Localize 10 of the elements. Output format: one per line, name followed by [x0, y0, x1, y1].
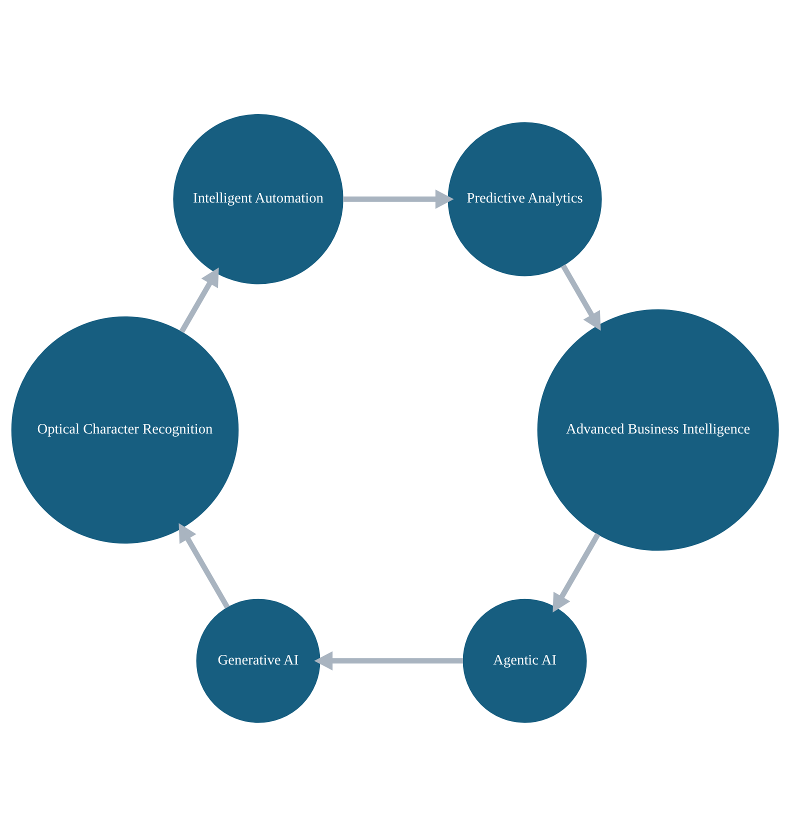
node-circle: Generative AI — [196, 598, 320, 723]
arrow — [178, 523, 230, 609]
arrow — [314, 651, 463, 670]
arrow — [179, 267, 219, 334]
arrow — [342, 190, 454, 209]
node-circle: Intelligent Automation — [173, 114, 344, 284]
node-circle: Agentic AI — [462, 598, 587, 723]
node-circle: Predictive Analytics — [448, 122, 602, 276]
arrow — [552, 532, 600, 613]
arrow — [560, 264, 601, 331]
